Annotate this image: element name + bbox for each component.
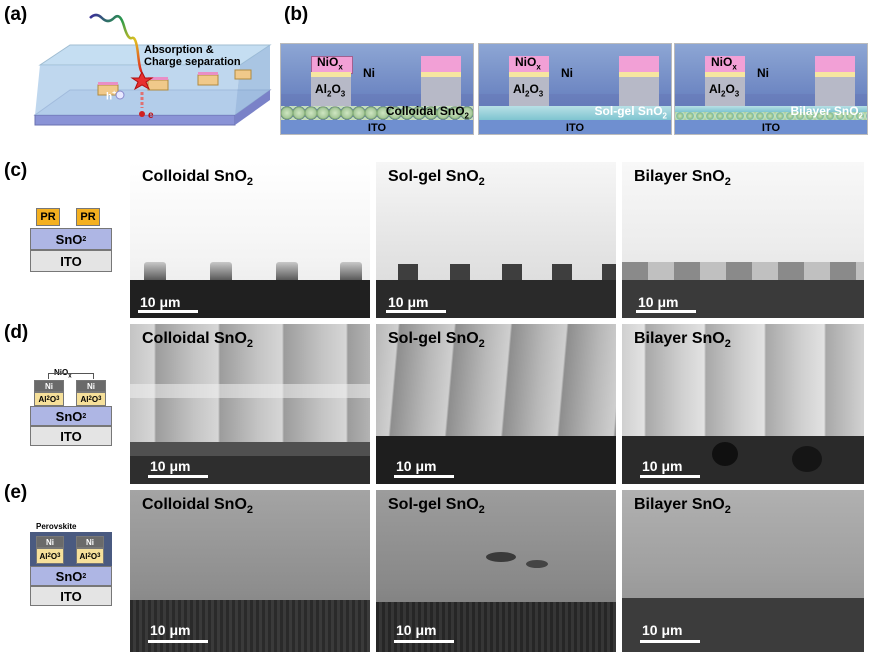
schematic-bilayer: NiOx Ni Al2O3 Bilayer SnO2 ITO <box>674 43 868 135</box>
absorption-line1: Absorption & <box>144 44 214 56</box>
scale-bar <box>640 475 700 478</box>
scale-bar <box>394 475 454 478</box>
sem-e-bilayer: Bilayer SnO2 10 μm <box>622 490 864 652</box>
scale-bar <box>640 640 700 643</box>
electron-icon <box>139 111 145 117</box>
ni-label: Ni <box>561 66 573 80</box>
label-b: (b) <box>284 4 309 25</box>
hole-icon <box>115 90 125 100</box>
pr-block: PR <box>36 208 60 226</box>
nio-label: NiOx <box>54 368 72 380</box>
sem-title: Sol-gel SnO2 <box>388 330 485 351</box>
label-c: (c) <box>4 160 28 181</box>
label-d: (d) <box>4 322 29 343</box>
ito-layer: ITO <box>30 586 112 606</box>
sem-title: Colloidal SnO2 <box>142 496 254 517</box>
ni-block: Ni <box>76 536 104 548</box>
scale-bar-label: 10 μm <box>396 458 437 474</box>
sem-title: Colloidal SnO2 <box>142 330 254 351</box>
nio-label: NiOx <box>711 55 737 72</box>
sem-c-solgel: Sol-gel SnO2 10 μm <box>376 162 616 318</box>
sem-d-bilayer: Bilayer SnO2 10 μm <box>622 324 864 484</box>
scale-bar <box>148 475 208 478</box>
schematic-solgel: NiOx Ni Al2O3 Sol-gel SnO2 ITO <box>478 43 672 135</box>
label-a: (a) <box>4 4 28 25</box>
layer-name: Colloidal SnO2 <box>385 104 469 121</box>
absorption-caption: Absorption & Charge separation <box>144 44 241 68</box>
device-illustration <box>33 13 272 126</box>
layer-name: Sol-gel SnO2 <box>594 104 667 121</box>
scale-bar-label: 10 μm <box>388 294 429 310</box>
sem-d-colloidal: Colloidal SnO2 10 μm <box>130 324 370 484</box>
sem-title: Colloidal SnO2 <box>142 168 254 189</box>
sem-title: Sol-gel SnO2 <box>388 496 485 517</box>
nio-label: NiOx <box>515 55 541 72</box>
nio-label: NiOx <box>317 55 343 72</box>
ni-block: Ni <box>34 380 64 392</box>
scale-bar-label: 10 μm <box>150 622 191 638</box>
schematic-colloidal: NiOx Ni Al2O3 Colloidal SnO2 ITO <box>280 43 474 135</box>
perovskite-label: Perovskite <box>36 522 77 531</box>
sem-c-colloidal: Colloidal SnO2 10 μm <box>130 162 370 318</box>
light-wave-icon <box>89 13 143 74</box>
ni-label: Ni <box>757 66 769 80</box>
electron-label: e <box>148 110 154 121</box>
glass-side <box>235 45 270 115</box>
charge-separation-star-icon <box>130 70 154 91</box>
sem-title: Sol-gel SnO2 <box>388 168 485 189</box>
ni-block: Ni <box>76 380 106 392</box>
scale-bar <box>386 310 446 313</box>
substrate-side <box>235 90 270 125</box>
scale-bar-label: 10 μm <box>638 294 679 310</box>
scale-bar <box>636 310 696 313</box>
scale-bar-label: 10 μm <box>642 458 683 474</box>
scale-bar-label: 10 μm <box>396 622 437 638</box>
scale-bar-label: 10 μm <box>150 458 191 474</box>
glass-front <box>35 65 240 115</box>
scale-bar-label: 10 μm <box>140 294 181 310</box>
sem-title: Bilayer SnO2 <box>634 496 731 517</box>
scale-bar <box>148 640 208 643</box>
pr-block: PR <box>76 208 100 226</box>
ito-layer: ITO <box>30 426 112 446</box>
scale-bar <box>394 640 454 643</box>
scale-bar <box>138 310 198 313</box>
ni-label: Ni <box>363 66 375 80</box>
label-e: (e) <box>4 482 28 503</box>
al2o3-label: Al2O3 <box>315 82 346 99</box>
sem-e-colloidal: Colloidal SnO2 10 μm <box>130 490 370 652</box>
sem-d-solgel: Sol-gel SnO2 10 μm <box>376 324 616 484</box>
ito-label: ITO <box>367 122 387 134</box>
al2o3-label: Al2O3 <box>709 82 740 99</box>
sem-title: Bilayer SnO2 <box>634 330 731 351</box>
layer-name: Bilayer SnO2 <box>790 104 863 121</box>
ridge-row <box>97 69 252 96</box>
al2o3-label: Al2O3 <box>513 82 544 99</box>
absorption-line2: Charge separation <box>144 56 241 68</box>
sem-e-solgel: Sol-gel SnO2 10 μm <box>376 490 616 652</box>
ito-layer: ITO <box>30 250 112 272</box>
scale-bar-label: 10 μm <box>642 622 683 638</box>
sem-title: Bilayer SnO2 <box>634 168 731 189</box>
sem-c-bilayer: Bilayer SnO2 10 μm <box>622 162 864 318</box>
substrate-front <box>34 114 236 126</box>
ito-label: ITO <box>761 122 781 134</box>
hole-label: h+ <box>106 90 117 103</box>
ni-block: Ni <box>36 536 64 548</box>
ito-label: ITO <box>565 122 585 134</box>
